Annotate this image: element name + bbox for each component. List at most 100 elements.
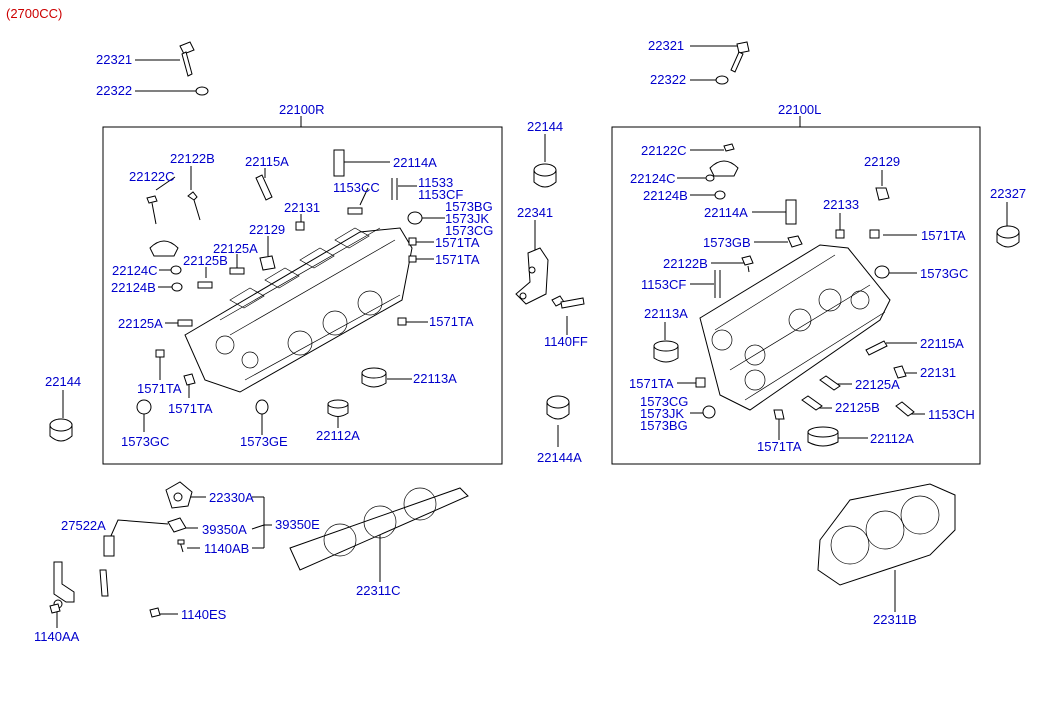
callout-22125B-right-head[interactable]: 22125B [183,253,228,268]
callout-1571TA-left-head-3[interactable]: 1571TA [757,439,802,454]
callout-1153CF-right-head[interactable]: 1153CF [418,187,463,202]
callout-22122C-right-head[interactable]: 22122C [129,169,175,184]
callout-22131-right-head[interactable]: 22131 [284,200,320,215]
head-gasket-22311C [289,487,469,571]
callout-22330A[interactable]: 22330A [209,490,254,505]
callout-22327[interactable]: 22327 [990,186,1026,201]
callout-27522A[interactable]: 27522A [61,518,106,533]
callout-22322-left[interactable]: 22322 [96,83,132,98]
callout-1571TA-left-head-1[interactable]: 1571TA [921,228,966,243]
bolt-1140AB [177,539,185,553]
callout-1573BG-right-head[interactable]: 1573BG [445,199,493,214]
valve-guide-22115A-r [865,340,888,356]
callout-1573GC-right-head[interactable]: 1573GC [121,434,169,449]
pin-1153CF-r [714,270,721,298]
callout-22131-left-head[interactable]: 22131 [920,365,956,380]
plug-1571TA-r1 [869,229,880,239]
callout-1153CH[interactable]: 1153CH [928,407,975,422]
callout-22125A-left-head[interactable]: 22125A [855,377,900,392]
plug-1571TA-l1 [408,237,417,246]
pin-1153CH [895,401,915,417]
head-bolt-washer-22322-left [195,86,209,96]
callout-22311C[interactable]: 22311C [356,583,401,598]
callout-22100L[interactable]: 22100L [778,102,821,117]
plug-1571TA-l4 [155,349,165,358]
pin-22125B-r [801,395,823,411]
callout-1573BG-left-head[interactable]: 1573BG [640,418,688,433]
callout-1571TA-left-head-2[interactable]: 1571TA [629,376,674,391]
callout-1153CC[interactable]: 1153CC [333,180,380,195]
cup-plug-22113A-r [653,340,679,363]
callout-22122B-left-head[interactable]: 22122B [663,256,708,271]
callout-22115A-left-head[interactable]: 22115A [920,336,964,351]
callout-22144A[interactable]: 22144A [537,450,582,465]
callout-22321-right[interactable]: 22321 [648,38,684,53]
callout-1573JK-right-head[interactable]: 1573JK [445,211,489,226]
callout-22113A-left-head[interactable]: 22113A [644,306,688,321]
callout-22100R[interactable]: 22100R [279,102,325,117]
callout-22114A-left-head[interactable]: 22114A [704,205,748,220]
callout-22122C-left-head[interactable]: 22122C [641,143,687,158]
callout-1573GB[interactable]: 1573GB [703,235,751,250]
callout-22122B[interactable]: 22122B [170,151,215,166]
callout-1140AB[interactable]: 1140AB [204,541,249,556]
callout-22125A-right-head-2[interactable]: 22125A [118,316,163,331]
callout-1573CG-left-head[interactable]: 1573CG [640,394,688,409]
callout-22322-right[interactable]: 22322 [650,72,686,87]
callout-1573GC-left-head[interactable]: 1573GC [920,266,968,281]
callout-22112A-left-head[interactable]: 22112A [870,431,914,446]
callout-1571TA-right-head-1[interactable]: 1571TA [435,235,480,250]
callout-22125B-left-head[interactable]: 22125B [835,400,880,415]
callout-1573CG-right-head[interactable]: 1573CG [445,223,493,238]
callout-22124C-right-head[interactable]: 22124C [112,263,158,278]
callout-22112A-right-head[interactable]: 22112A [316,428,360,443]
callout-22321-left[interactable]: 22321 [96,52,132,67]
callout-22115A-right-head[interactable]: 22115A [245,154,289,169]
dowel-22131-r [893,365,907,379]
callout-22113A-right-head[interactable]: 22113A [413,371,457,386]
callout-1140FF[interactable]: 1140FF [544,334,588,349]
head-bolt-22321-right [730,41,750,73]
left-head-group-frame [611,126,981,465]
callout-22311B[interactable]: 22311B [873,612,917,627]
callout-1571TA-right-head-3[interactable]: 1571TA [429,314,474,329]
cam-seal-22144-top [533,163,557,188]
right-head-group-frame [102,126,503,465]
callout-11533[interactable]: 11533 [418,175,453,190]
callout-22133[interactable]: 22133 [823,197,859,212]
callout-22124B-left-head[interactable]: 22124B [643,188,688,203]
callout-39350E[interactable]: 39350E [275,517,320,532]
bracket-27522A [53,561,109,609]
callout-22129-right-head[interactable]: 22129 [249,222,285,237]
callout-39350A[interactable]: 39350A [202,522,247,537]
plug-1573GB [787,235,803,248]
valve-guide-22114A-l [333,149,345,177]
callout-1573JK-left-head[interactable]: 1573JK [640,406,684,421]
cam-cap-22124C-r [705,160,739,182]
callout-1140ES[interactable]: 1140ES [181,607,227,622]
callout-1571TA-right-head-4[interactable]: 1571TA [137,381,182,396]
plug-1573GC-l [136,399,152,415]
bolt-1140ES [149,607,161,618]
callout-22129-left-head[interactable]: 22129 [864,154,900,169]
callout-22124B-right-head[interactable]: 22124B [111,280,156,295]
callout-22114A-right-head[interactable]: 22114A [393,155,437,170]
cylinder-head-22100L [699,244,891,411]
engine-spec-header: (2700CC) [6,6,62,21]
callout-22144-top[interactable]: 22144 [527,119,563,134]
callout-1571TA-right-head-2[interactable]: 1571TA [435,252,480,267]
callout-22125A-right-head-1[interactable]: 22125A [213,241,258,256]
callout-1153CF-left-head[interactable]: 1153CF [641,277,686,292]
callout-1573GE[interactable]: 1573GE [240,434,288,449]
plug-22129-l [259,255,276,271]
callout-1140AA[interactable]: 1140AA [34,629,80,644]
callout-22144-left[interactable]: 22144 [45,374,81,389]
cam-seal-22327 [996,225,1020,248]
callout-22341[interactable]: 22341 [517,205,553,220]
callout-1571TA-right-head-5[interactable]: 1571TA [168,401,213,416]
dowel-22131-l [295,221,305,231]
callout-22124C-left-head[interactable]: 22124C [630,171,676,186]
cam-cap-22122B [187,191,201,221]
head-gasket-22311B [817,483,956,586]
